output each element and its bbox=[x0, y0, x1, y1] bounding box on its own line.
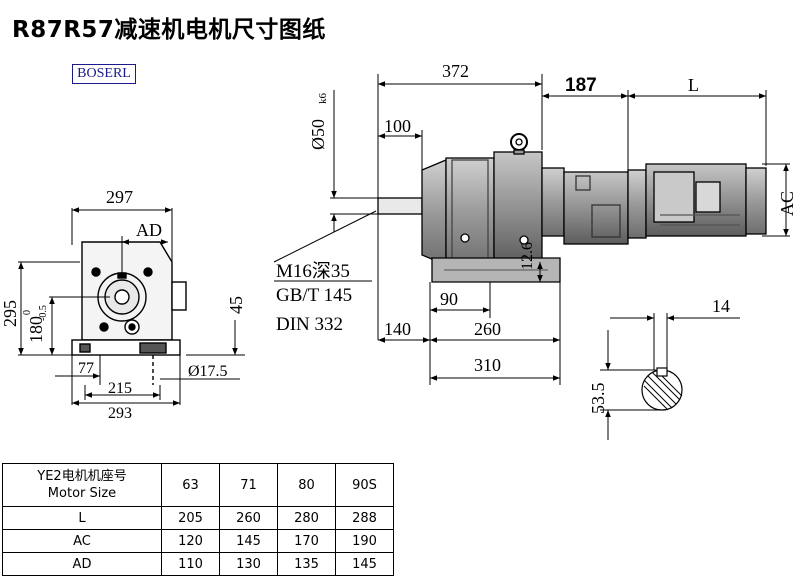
side-view: 372 187 L Ø50 k6 100 AC 12.6 90 140 260 … bbox=[273, 61, 797, 385]
table-cell: 135 bbox=[277, 552, 336, 576]
table-row: L 205 260 280 288 bbox=[2, 506, 394, 530]
front-view-dimensions bbox=[18, 207, 245, 406]
table-cell: 205 bbox=[161, 506, 220, 530]
shaft-section-dimensions bbox=[600, 313, 740, 440]
table-column-header: 71 bbox=[219, 463, 278, 507]
table-cell: 110 bbox=[161, 552, 220, 576]
table-header-label: YE2电机机座号 Motor Size bbox=[2, 463, 162, 507]
motor-body bbox=[645, 163, 767, 237]
table-cell: 145 bbox=[219, 529, 278, 553]
dim-45: 45 bbox=[226, 296, 246, 314]
dim-215: 215 bbox=[108, 380, 132, 397]
front-view-body bbox=[71, 241, 187, 385]
dim-180: 180 bbox=[26, 316, 46, 343]
dim-77: 77 bbox=[78, 360, 94, 377]
technical-drawing: 297 AD 295 180 0 -0.5 45 77 Ø17.5 215 29… bbox=[0, 61, 797, 440]
table-column-header: 63 bbox=[161, 463, 220, 507]
table-row: AC 120 145 170 190 bbox=[2, 529, 394, 553]
dim-50-fit: k6 bbox=[317, 93, 329, 105]
dim-12-6: 12.6 bbox=[519, 242, 536, 270]
dim-53-5: 53.5 bbox=[588, 383, 608, 415]
table-row: AD 110 130 135 145 bbox=[2, 552, 394, 576]
dim-293: 293 bbox=[108, 405, 132, 422]
dim-L: L bbox=[688, 75, 699, 95]
table-row-label: AD bbox=[2, 552, 162, 576]
gearbox-body bbox=[377, 133, 647, 283]
table-column-header: 90S bbox=[335, 463, 394, 507]
dim-297: 297 bbox=[106, 187, 133, 207]
dim-17-5: Ø17.5 bbox=[188, 363, 228, 380]
table-cell: 130 bbox=[219, 552, 278, 576]
dim-ad-front: AD bbox=[136, 220, 162, 240]
table-cell: 120 bbox=[161, 529, 220, 553]
dim-295: 295 bbox=[0, 300, 20, 327]
thread-note-line2: GB/T 145 bbox=[276, 285, 352, 306]
table-row-label: L bbox=[2, 506, 162, 530]
dim-140: 140 bbox=[384, 319, 411, 339]
table-cell: 145 bbox=[335, 552, 394, 576]
dim-180-tol-upper: 0 bbox=[22, 310, 33, 315]
brand-logo: BOSERL bbox=[72, 64, 136, 84]
table-row-label: AC bbox=[2, 529, 162, 553]
table-cell: 190 bbox=[335, 529, 394, 553]
table-header-line1: YE2电机机座号 bbox=[37, 469, 127, 484]
thread-note-line3: DIN 332 bbox=[276, 314, 343, 335]
dim-310: 310 bbox=[474, 355, 501, 375]
dim-100: 100 bbox=[384, 116, 411, 136]
dim-AC: AC bbox=[777, 191, 797, 216]
dim-187: 187 bbox=[565, 75, 597, 96]
drawing-title: R87R57减速机电机尺寸图纸 bbox=[12, 17, 326, 43]
table-cell: 260 bbox=[219, 506, 278, 530]
front-view: 297 AD 295 180 0 -0.5 45 77 Ø17.5 215 29… bbox=[0, 187, 246, 422]
dim-50: Ø50 bbox=[308, 119, 328, 150]
dim-14: 14 bbox=[712, 296, 730, 316]
dim-372: 372 bbox=[442, 61, 469, 81]
table-cell: 288 bbox=[335, 506, 394, 530]
table-cell: 170 bbox=[277, 529, 336, 553]
table-header-row: YE2电机机座号 Motor Size 63 71 80 90S bbox=[2, 463, 394, 507]
shaft-section: 14 53.5 bbox=[588, 296, 740, 440]
motor-size-table: YE2电机机座号 Motor Size 63 71 80 90S L 205 2… bbox=[2, 463, 394, 576]
dim-90: 90 bbox=[440, 289, 458, 309]
table-header-line2: Motor Size bbox=[47, 486, 117, 501]
table-column-header: 80 bbox=[277, 463, 336, 507]
thread-note-line1: M16深35 bbox=[276, 260, 350, 282]
dim-180-tol-lower: -0.5 bbox=[38, 305, 49, 321]
side-view-dimensions bbox=[273, 74, 790, 385]
table-cell: 280 bbox=[277, 506, 336, 530]
dim-260: 260 bbox=[474, 319, 501, 339]
